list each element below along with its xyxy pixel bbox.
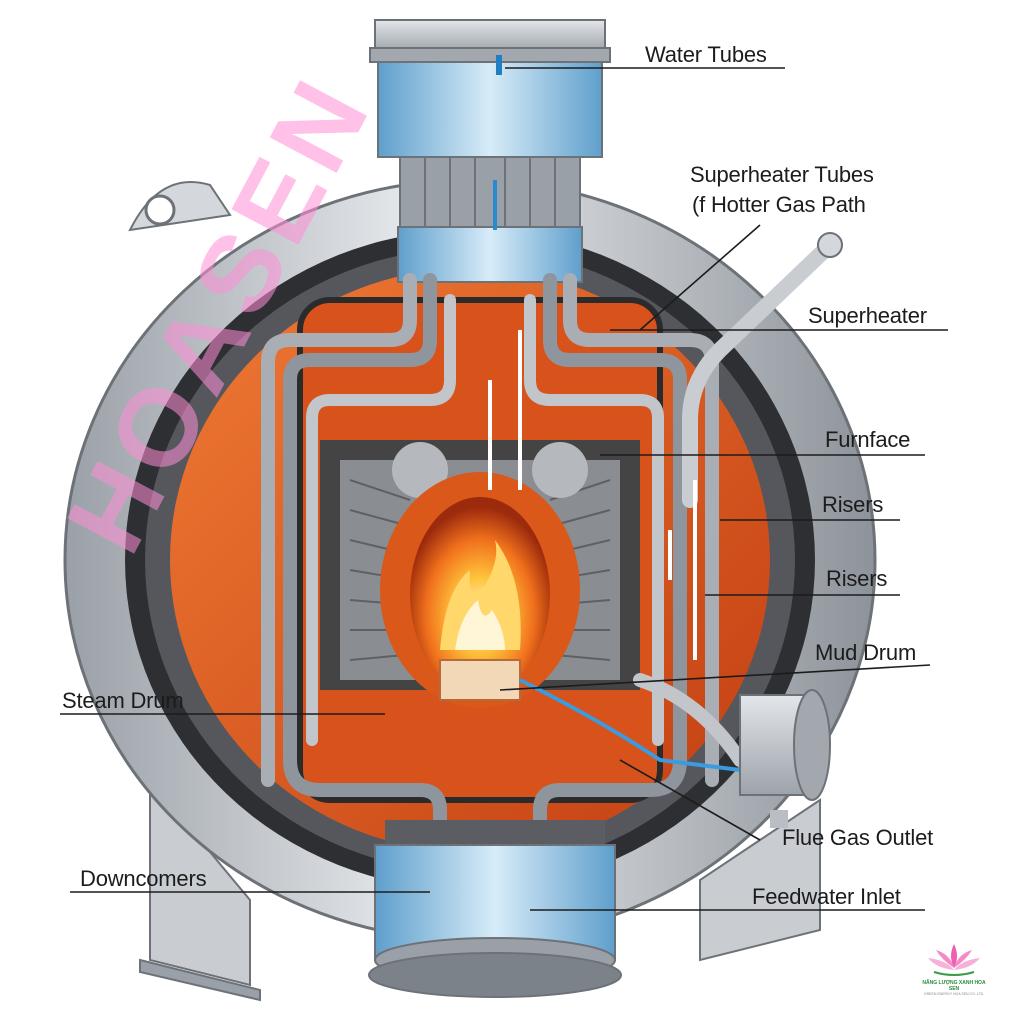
label-superheater-tubes-line2: (f Hotter Gas Path — [692, 192, 866, 217]
label-mud-drum: Mud Drum — [815, 640, 917, 665]
label-feedwater-inlet: Feedwater Inlet — [752, 884, 901, 909]
label-risers-upper: Risers — [822, 492, 884, 517]
label-furnface: Furnface — [825, 427, 911, 452]
label-flue-gas-outlet: Flue Gas Outlet — [782, 825, 934, 850]
top-drum — [369, 19, 611, 283]
label-superheater-tubes-line1: Superheater Tubes — [690, 162, 874, 187]
tube-bundles — [261, 232, 843, 867]
company-logo: NĂNG LƯỢNG XANH HOA SEN GREEN ENERGY HOA… — [918, 940, 990, 996]
logo-caption: NĂNG LƯỢNG XANH HOA SEN — [922, 980, 986, 992]
furnace-fire — [380, 472, 580, 708]
leader-lines — [60, 67, 948, 911]
label-downcomers: Downcomers — [80, 866, 207, 891]
saddle-supports — [139, 777, 821, 1002]
label-superheater: Superheater — [808, 303, 927, 328]
lotus-icon — [928, 944, 980, 976]
label-water-tubes: Water Tubes — [645, 42, 767, 67]
label-risers-lower: Risers — [826, 566, 888, 591]
logo-subcaption: GREEN ENERGY HOA SEN CO. LTD. — [923, 992, 985, 996]
label-steam-drum: Steam Drum — [62, 688, 184, 713]
flue-gas-outlet-duct — [739, 689, 831, 828]
bottom-drum — [368, 820, 622, 998]
